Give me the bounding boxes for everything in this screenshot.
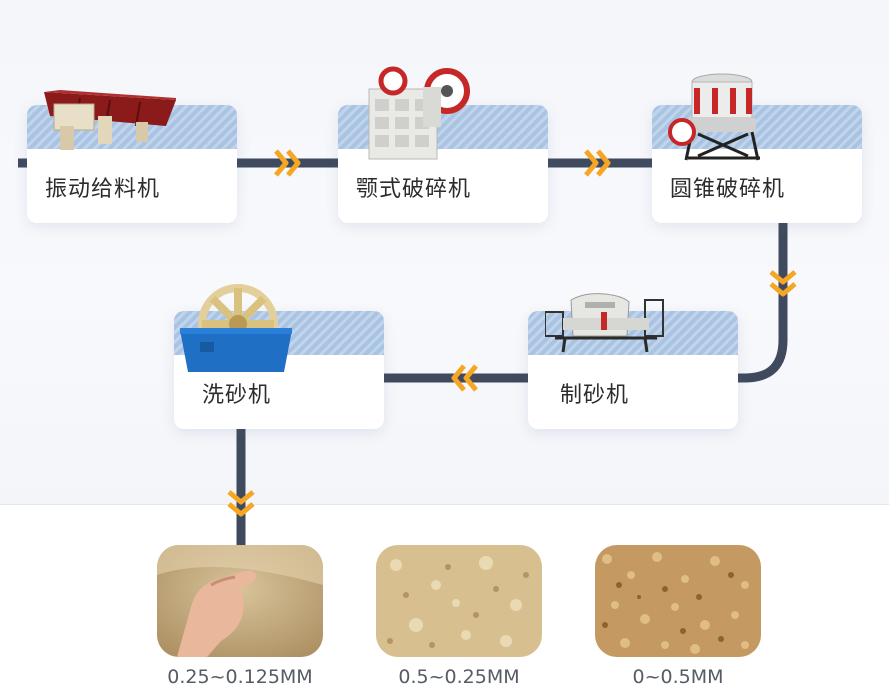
product-size-label: 0.25~0.125MM <box>167 666 313 688</box>
product-photo-fine-sand <box>157 545 323 657</box>
vibrating-feeder-icon <box>44 90 176 150</box>
step-card-cone-crusher: 圆锥破碎机 <box>652 105 862 223</box>
sand-making-machine-icon <box>545 293 664 353</box>
product-size-label: 0~0.5MM <box>632 666 724 688</box>
product-photo-coarse-sand <box>595 545 761 657</box>
step-label: 颚式破碎机 <box>356 177 472 202</box>
step-label: 圆锥破碎机 <box>670 177 786 202</box>
jaw-crusher-icon <box>368 66 470 160</box>
sand-washer-icon <box>180 284 292 372</box>
step-label: 洗砂机 <box>202 383 272 408</box>
step-label: 振动给料机 <box>45 177 161 202</box>
cone-crusher-icon <box>668 73 760 161</box>
product-photo-medium-sand <box>376 545 542 657</box>
step-label: 制砂机 <box>560 383 630 408</box>
product-size-label: 0.5~0.25MM <box>398 666 520 688</box>
